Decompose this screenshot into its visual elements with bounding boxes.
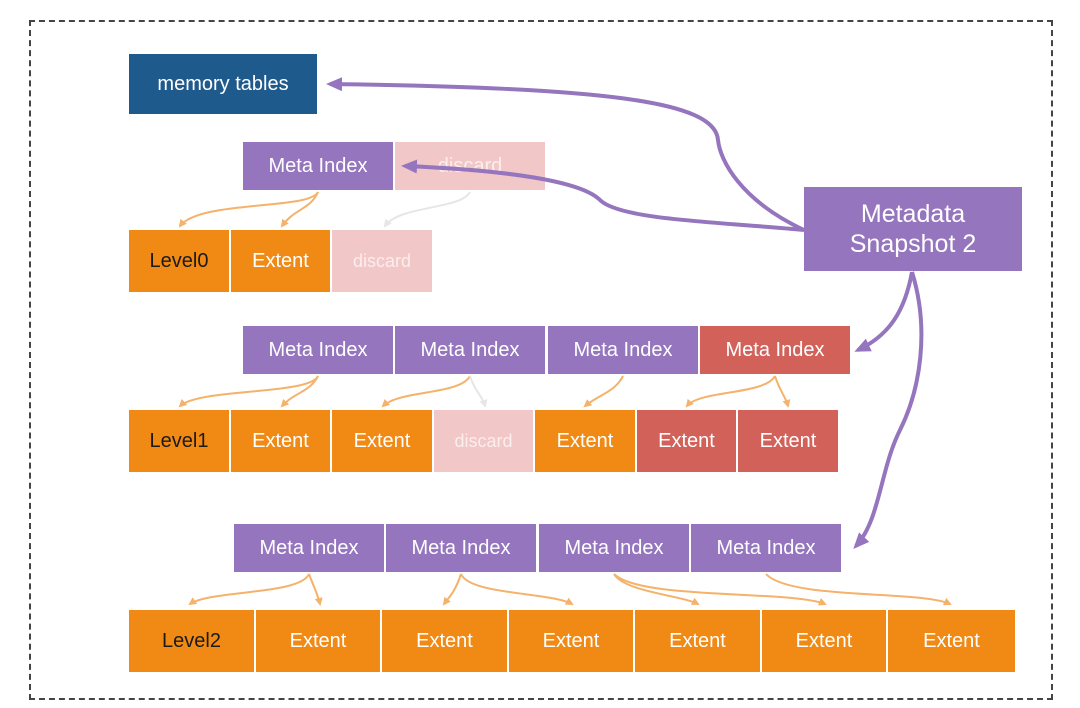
level1-extent-2: Extent [332,410,432,472]
level1-discard-arrow [469,375,488,408]
level0-orange-arrows [178,191,319,228]
level2-extent-4: Extent [635,610,760,672]
level2-orange-arrows [188,573,952,606]
level0-extent-discard: discard [332,230,432,292]
snapshot-title-line2: Snapshot 2 [849,230,977,258]
level2-extent-1: Extent [256,610,380,672]
snapshot-purple-arrows [326,77,924,549]
level2-meta-index-2: Meta Index [386,524,536,572]
level0-meta-index: Meta Index [243,142,393,190]
metadata-snapshot-box: Metadata Snapshot 2 [804,187,1022,271]
level2-extent-5: Extent [762,610,886,672]
level2-extent-6: Extent [888,610,1015,672]
level2-meta-index-4: Meta Index [691,524,841,572]
level2-extent-2: Extent [382,610,507,672]
level1-extent-discard: discard [434,410,533,472]
level1-extent-new-1: Extent [637,410,736,472]
level2-extent-3: Extent [509,610,633,672]
level1-orange-arrows [178,375,791,408]
diagram-frame [29,20,1053,700]
level2-meta-index-1: Meta Index [234,524,384,572]
level1-meta-index-3: Meta Index [548,326,698,374]
level1-extent-new-2: Extent [738,410,838,472]
memory-tables-box: memory tables [129,54,317,114]
level1-meta-index-2: Meta Index [395,326,545,374]
level1-meta-index-1: Meta Index [243,326,393,374]
level0-discard-arrow [383,191,471,228]
level2-meta-index-3: Meta Index [539,524,689,572]
level2-label: Level2 [129,610,254,672]
level1-extent-3: Extent [535,410,635,472]
level0-label: Level0 [129,230,229,292]
level0-extent: Extent [231,230,330,292]
snapshot-title-line1: Metadata [860,200,966,228]
level1-extent-1: Extent [231,410,330,472]
level1-meta-index-new: Meta Index [700,326,850,374]
level1-label: Level1 [129,410,229,472]
